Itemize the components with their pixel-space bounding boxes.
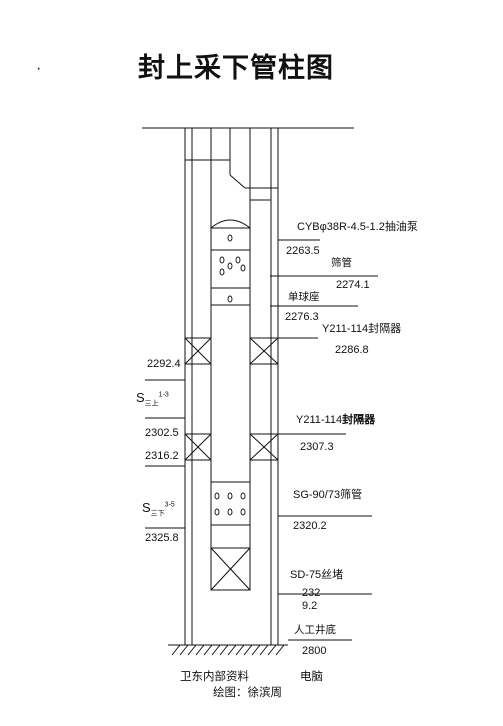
depth-2320: 2320.2 — [293, 520, 327, 532]
s-lower-label: S三下3-5 — [142, 500, 175, 518]
plug-label: SD-75丝堵 — [290, 569, 344, 581]
footer-left: 卫东内部资料 — [180, 669, 249, 683]
depth-2292: 2292.4 — [147, 358, 181, 370]
bullet-dot: · — [36, 60, 42, 77]
artificial-bottom-label: 人工井底 — [294, 624, 336, 636]
packer1-left — [184, 337, 212, 365]
ball-seat-label: 单球座 — [288, 291, 320, 303]
packer2-label: Y211-114封隔器 — [296, 414, 376, 426]
depth-2302: 2302.5 — [145, 427, 179, 439]
page-title: 封上采下管柱图 — [138, 53, 334, 84]
depth-2329-b: 9.2 — [302, 600, 318, 612]
packer1-label: Y211-114封隔器 — [322, 323, 402, 335]
screen-holes — [214, 234, 246, 516]
s-upper-label: S三上1-3 — [136, 390, 169, 408]
packer2-left — [184, 433, 212, 461]
depth-2329-a: 232 — [302, 587, 321, 599]
bottom-hatch — [171, 644, 285, 656]
depth-2800: 2800 — [302, 645, 327, 657]
drawn-by: 绘图：徐滨周 — [213, 685, 282, 699]
plug-body — [210, 547, 251, 591]
depth-2307: 2307.3 — [300, 441, 334, 453]
depth-2286: 2286.8 — [335, 344, 369, 356]
depth-2263: 2263.5 — [286, 245, 320, 257]
footer-right: 电脑 — [300, 669, 323, 683]
depth-2325: 2325.8 — [145, 532, 179, 544]
screen-label: 筛管 — [331, 257, 352, 269]
pump-cap — [210, 219, 251, 229]
depth-2274: 2274.1 — [336, 279, 370, 291]
pump-label: CYBφ38R-4.5-1.2抽油泵 — [297, 221, 418, 233]
packer2-right — [249, 433, 279, 461]
depth-2276: 2276.3 — [285, 311, 319, 323]
screen2-label: SG-90/73筛管 — [293, 489, 363, 501]
depth-2316: 2316.2 — [145, 450, 179, 462]
packer1-right — [249, 337, 279, 365]
